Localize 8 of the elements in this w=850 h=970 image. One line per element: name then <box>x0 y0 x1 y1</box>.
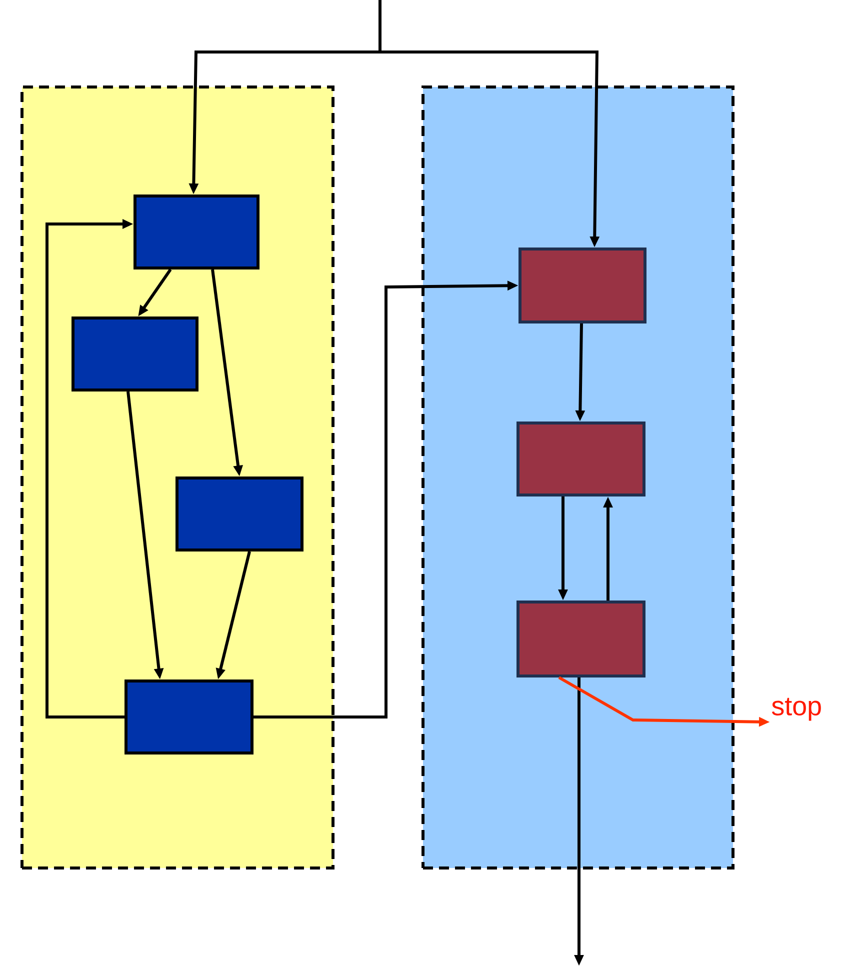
process-box <box>518 248 646 324</box>
process-box <box>72 316 198 392</box>
edge-label: stop <box>772 698 821 721</box>
process-box <box>516 600 646 678</box>
process-box <box>516 422 646 496</box>
process-box <box>124 680 254 754</box>
process-box <box>176 476 304 552</box>
process-box <box>134 194 260 270</box>
